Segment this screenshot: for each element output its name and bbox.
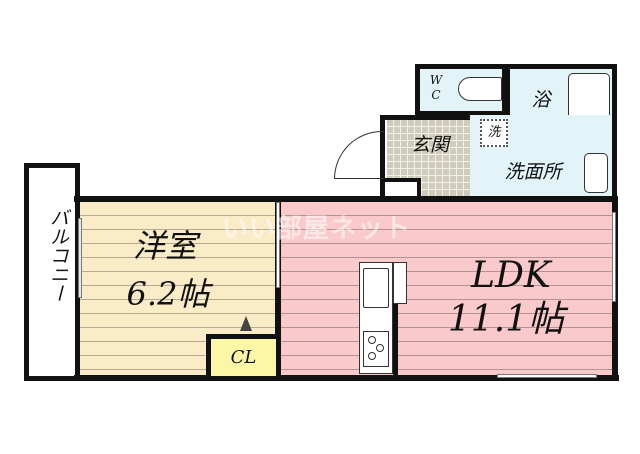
toilet-icon bbox=[458, 77, 502, 101]
balcony: バルコニー bbox=[24, 163, 80, 381]
balcony-label: バルコニー bbox=[47, 208, 69, 303]
bathroom-label-1: 浴 bbox=[531, 89, 551, 111]
closet-label: CL bbox=[230, 347, 257, 368]
partition-wall bbox=[275, 196, 281, 381]
washbasin-icon bbox=[584, 153, 608, 193]
washroom: 洗 洗面所 bbox=[470, 115, 617, 200]
western-room: 洋室 6.2帖 bbox=[80, 202, 276, 375]
western-room-size: 6.2帖 bbox=[126, 275, 210, 313]
kitchen-fridge-space bbox=[393, 262, 407, 304]
main-wall-top-left bbox=[74, 196, 384, 202]
ldk-bottom-window bbox=[497, 374, 597, 378]
sink-icon bbox=[363, 268, 389, 308]
toilet-label-c: C bbox=[431, 88, 441, 102]
closet-door-icon bbox=[240, 316, 252, 331]
washer-label: 洗 bbox=[487, 125, 501, 140]
stove-icon bbox=[363, 331, 389, 367]
entrance-step bbox=[385, 178, 421, 198]
washer-space: 洗 bbox=[480, 119, 508, 147]
washroom-label: 洗面所 bbox=[504, 161, 562, 183]
western-room-name: 洋室 bbox=[132, 227, 197, 265]
kitchen-counter bbox=[359, 262, 393, 374]
watermark: いい部屋ネット bbox=[222, 214, 412, 244]
balcony-window bbox=[78, 218, 82, 298]
kitchen-wall bbox=[393, 304, 398, 376]
toilet-label-w: W bbox=[429, 73, 443, 87]
ldk-room: LDK 11.1帖 bbox=[281, 202, 613, 375]
ldk-name: LDK bbox=[471, 255, 551, 296]
main-wall-bottom bbox=[74, 375, 619, 381]
wet-area-wall-bottom bbox=[380, 196, 618, 202]
ldk-side-window bbox=[612, 212, 616, 302]
entrance-door-swing[interactable] bbox=[334, 131, 384, 179]
toilet-room: W C bbox=[415, 64, 507, 116]
closet: CL bbox=[206, 334, 276, 376]
sliding-door bbox=[276, 202, 280, 288]
ldk-size: 11.1帖 bbox=[447, 299, 565, 340]
entrance-label: 玄関 bbox=[410, 134, 449, 156]
